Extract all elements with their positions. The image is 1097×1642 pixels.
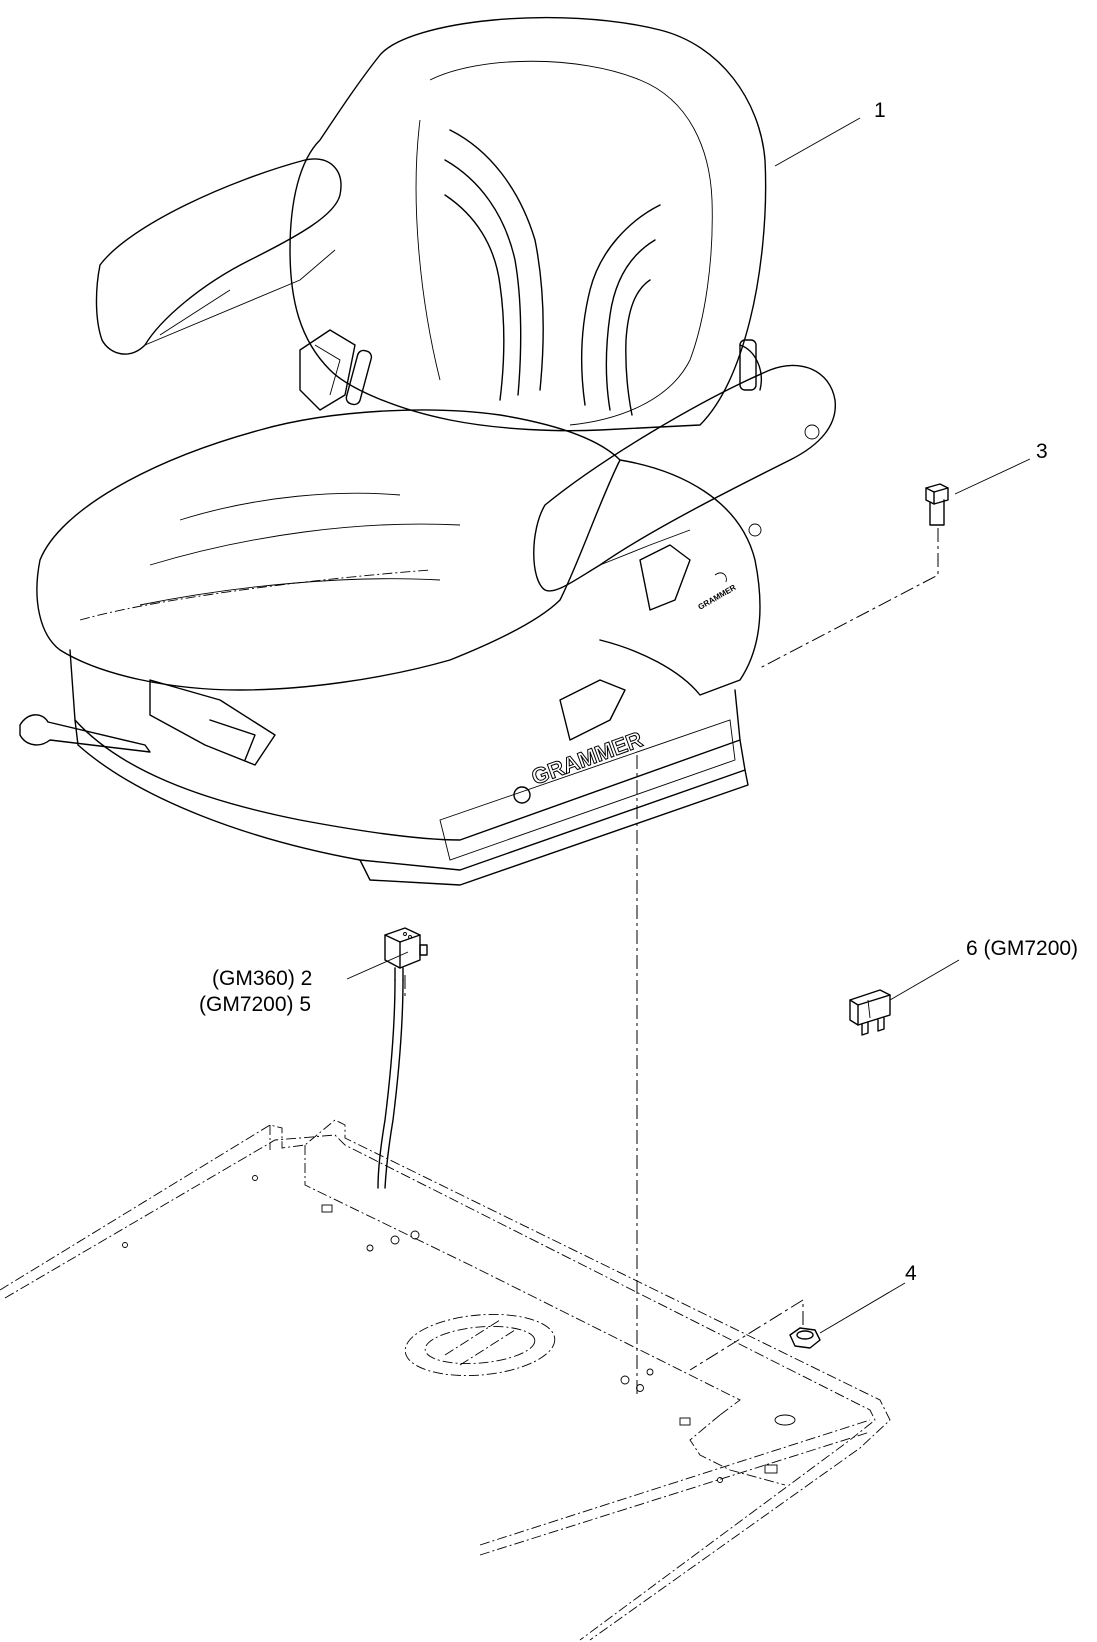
callout-2: (GM360) 2	[212, 967, 313, 990]
seat-assembly: GRAMMER GRAMMER	[19, 16, 836, 886]
leader-lines	[346, 117, 1031, 1334]
callout-3: 3	[1036, 440, 1048, 463]
mounting-platform	[0, 1119, 891, 1641]
brand-logo-small: GRAMMER	[697, 583, 738, 612]
callout-4: 4	[905, 1262, 917, 1285]
seat-switch-connector	[377, 927, 428, 1189]
callout-6: 6 (GM7200)	[966, 937, 1079, 960]
nut	[689, 1299, 821, 1371]
fuse	[849, 989, 891, 1036]
callout-1: 1	[874, 99, 886, 122]
callout-5: (GM7200) 5	[199, 993, 312, 1016]
bolt	[759, 483, 949, 669]
